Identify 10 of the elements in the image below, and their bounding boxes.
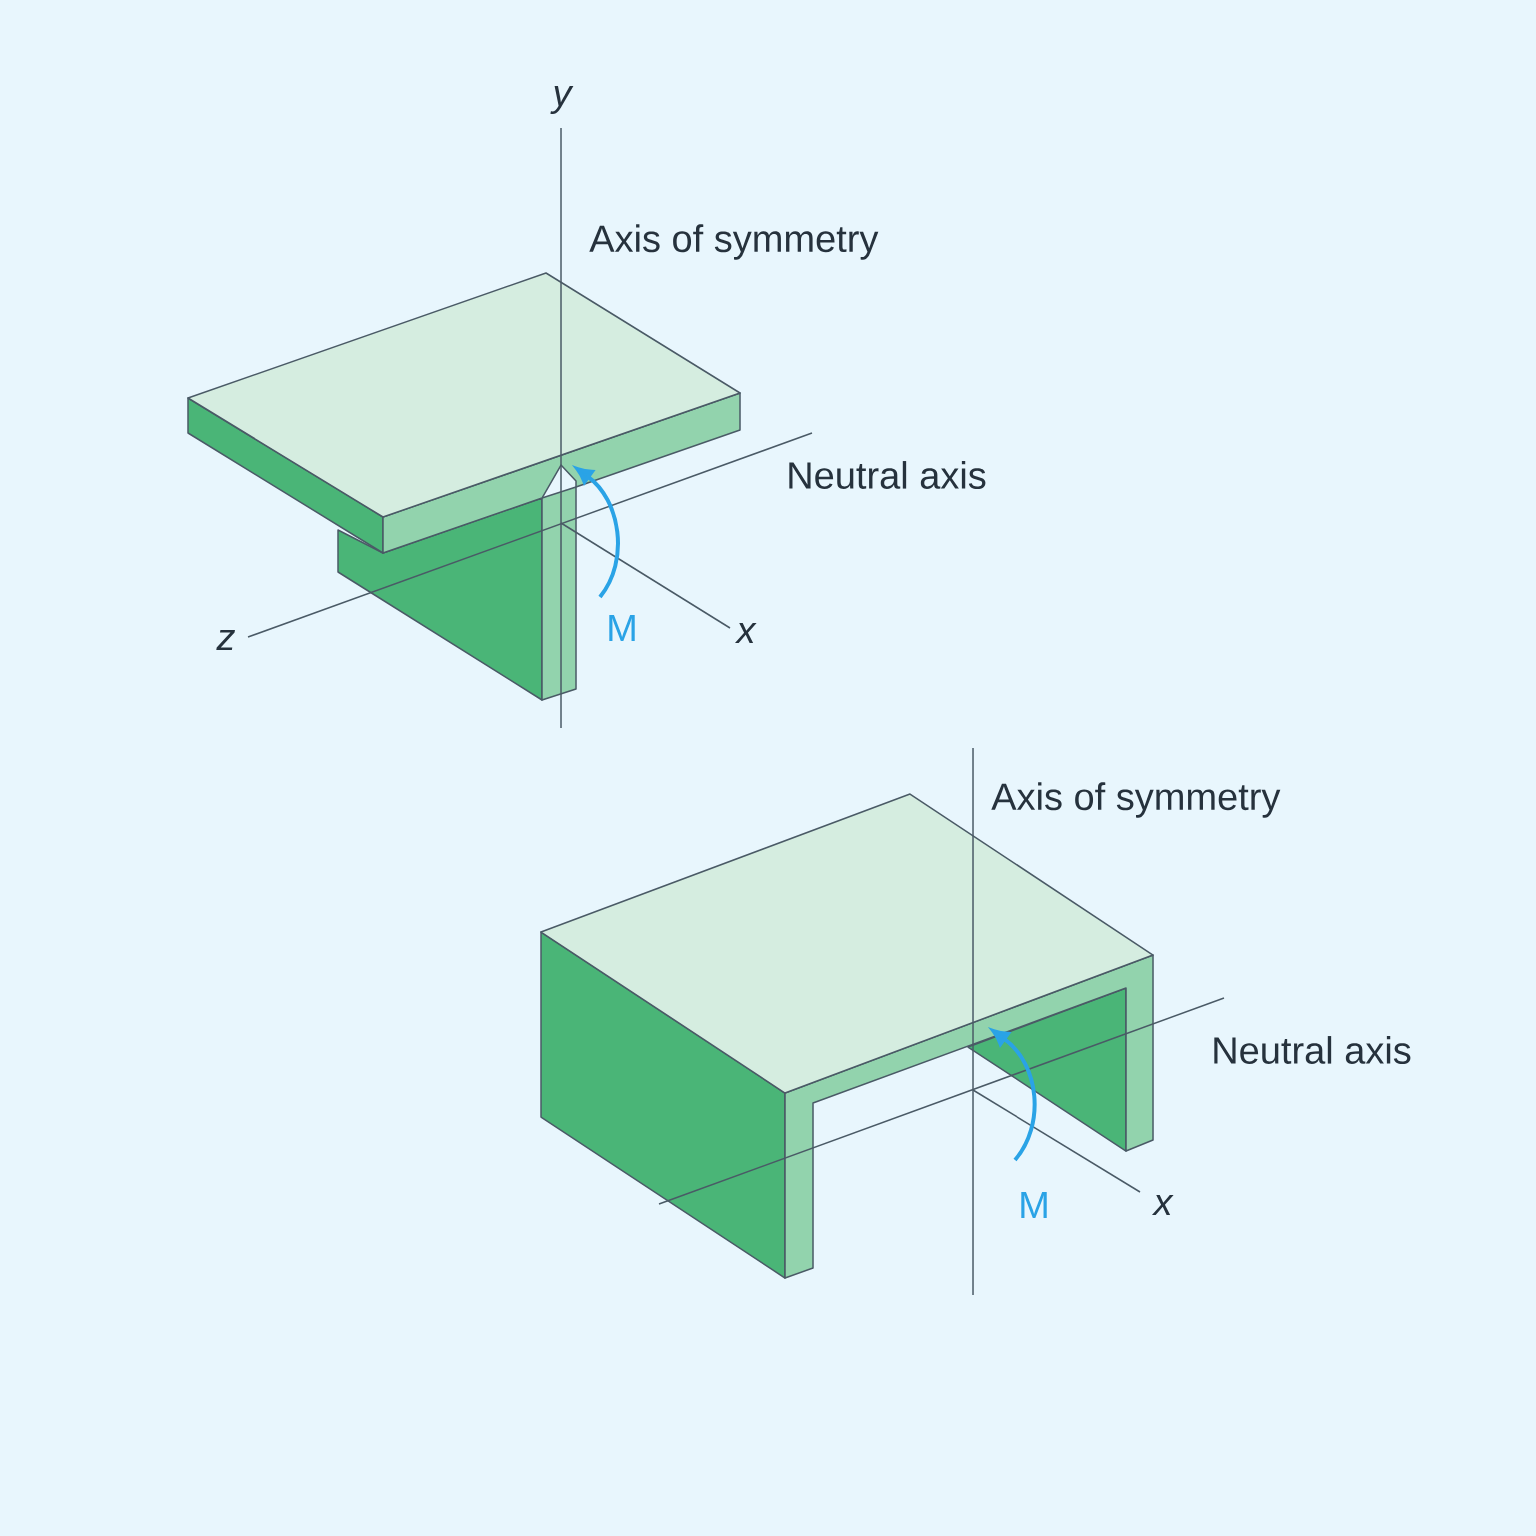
moment-label: M xyxy=(609,614,635,642)
axis-label: Axis of symmetry xyxy=(589,224,879,260)
axis-label: x xyxy=(735,622,757,644)
moment-label: M xyxy=(1021,1191,1047,1219)
axis-label: y xyxy=(550,86,574,114)
axis-label: Neutral axis xyxy=(1214,1036,1411,1064)
axis-label: z xyxy=(216,629,235,651)
axis-label: x xyxy=(1152,1195,1174,1216)
axis-label: Neutral axis xyxy=(789,461,986,489)
axis-label: Axis of symmetry xyxy=(991,782,1281,818)
